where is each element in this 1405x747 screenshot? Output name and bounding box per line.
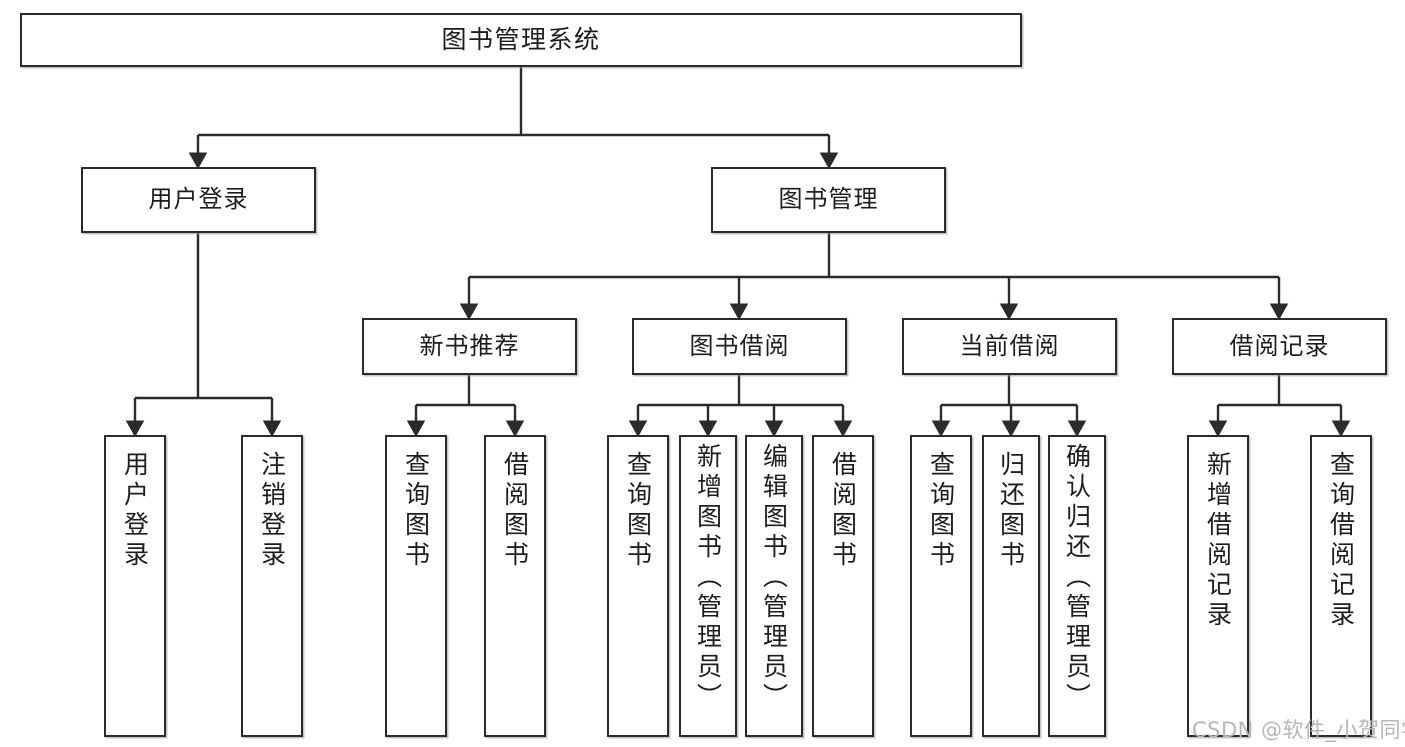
node-leaf-query-book-current-label: 查询图书 xyxy=(926,451,956,571)
node-leaf-query-book-current[interactable]: 查询图书 xyxy=(910,435,972,737)
node-level3-current-borrow-label: 当前借阅 xyxy=(959,331,1060,360)
node-leaf-edit-book-admin[interactable]: 编辑图书（管理员） xyxy=(745,435,803,737)
node-leaf-confirm-return-admin-label: 确认归还（管理员） xyxy=(1062,443,1092,713)
node-leaf-return-book-label: 归还图书 xyxy=(996,451,1026,571)
node-leaf-add-book-admin[interactable]: 新增图书（管理员） xyxy=(679,435,737,737)
node-leaf-borrow-book-recommend-label: 借阅图书 xyxy=(500,451,530,571)
node-leaf-query-borrow-record-label: 查询借阅记录 xyxy=(1326,451,1356,631)
node-leaf-return-book[interactable]: 归还图书 xyxy=(982,435,1040,737)
node-leaf-logout-label: 注销登录 xyxy=(257,451,287,571)
node-level3-borrow-record-label: 借阅记录 xyxy=(1229,331,1330,360)
node-leaf-query-book-borrow[interactable]: 查询图书 xyxy=(607,435,669,737)
node-level3-new-book-recommend-label: 新书推荐 xyxy=(419,331,520,360)
node-leaf-logout[interactable]: 注销登录 xyxy=(241,435,303,737)
node-level3-new-book-recommend[interactable]: 新书推荐 xyxy=(362,318,577,375)
node-level2-user-login-label: 用户登录 xyxy=(148,185,249,214)
node-leaf-confirm-return-admin[interactable]: 确认归还（管理员） xyxy=(1048,435,1106,737)
node-level3-book-borrow[interactable]: 图书借阅 xyxy=(632,318,847,375)
csdn-watermark: CSDN @软件_小贺同学 xyxy=(1192,718,1405,742)
node-level3-current-borrow[interactable]: 当前借阅 xyxy=(902,318,1117,375)
node-leaf-query-book-borrow-label: 查询图书 xyxy=(623,451,653,571)
node-leaf-query-borrow-record[interactable]: 查询借阅记录 xyxy=(1310,435,1372,737)
node-leaf-borrow-book-recommend[interactable]: 借阅图书 xyxy=(484,435,546,737)
node-root-label: 图书管理系统 xyxy=(441,24,601,54)
node-leaf-add-borrow-record-label: 新增借阅记录 xyxy=(1203,451,1233,631)
node-level3-book-borrow-label: 图书借阅 xyxy=(689,331,790,360)
node-leaf-borrow-book-label: 借阅图书 xyxy=(828,451,858,571)
node-leaf-user-login-label: 用户登录 xyxy=(120,451,150,571)
node-leaf-edit-book-admin-label: 编辑图书（管理员） xyxy=(759,443,789,713)
node-leaf-user-login[interactable]: 用户登录 xyxy=(104,435,166,737)
node-level2-book-management[interactable]: 图书管理 xyxy=(711,167,946,233)
node-leaf-borrow-book[interactable]: 借阅图书 xyxy=(812,435,874,737)
node-leaf-query-book-recommend-label: 查询图书 xyxy=(401,451,431,571)
node-root[interactable]: 图书管理系统 xyxy=(20,13,1022,67)
node-level2-book-management-label: 图书管理 xyxy=(778,185,879,214)
node-leaf-query-book-recommend[interactable]: 查询图书 xyxy=(385,435,447,737)
node-level3-borrow-record[interactable]: 借阅记录 xyxy=(1172,318,1387,375)
node-level2-user-login[interactable]: 用户登录 xyxy=(81,167,316,233)
node-leaf-add-borrow-record[interactable]: 新增借阅记录 xyxy=(1187,435,1249,737)
node-leaf-add-book-admin-label: 新增图书（管理员） xyxy=(693,443,723,713)
